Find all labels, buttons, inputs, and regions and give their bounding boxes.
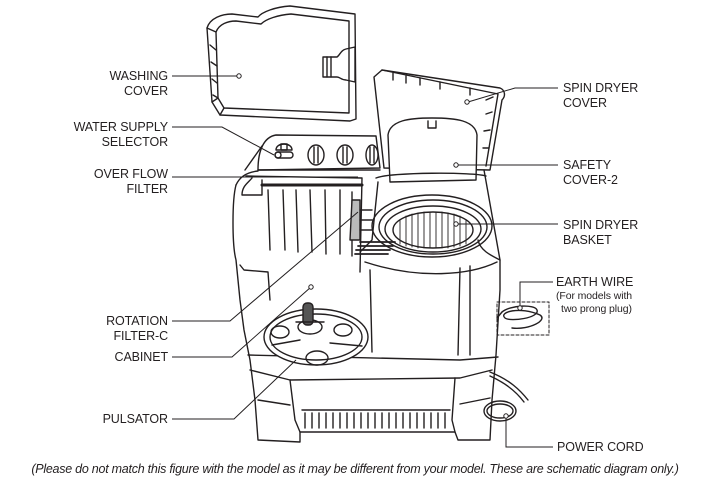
label-line: SPIN DRYER [563, 218, 639, 232]
label-line: FILTER-C [113, 329, 168, 343]
washing-cover-drawing [206, 5, 357, 122]
label-spin-dryer-cover: SPIN DRYER COVER [563, 81, 703, 111]
earth-wire-drawing [496, 301, 550, 336]
label-line: POWER CORD [557, 440, 644, 454]
label-line: OVER FLOW [93, 167, 168, 181]
label-line: ROTATION [106, 314, 168, 328]
leader-lines [172, 75, 558, 448]
label-cabinet: CABINET [60, 350, 169, 365]
label-spin-dryer-basket: SPIN DRYER BASKET [563, 218, 703, 248]
pulsator-drawing [263, 302, 369, 366]
label-line: CABINET [114, 350, 169, 364]
label-line: WASHING [109, 69, 168, 83]
label-power-cord: POWER CORD [557, 440, 697, 455]
leader-water-supply-selector [172, 126, 275, 156]
label-line: COVER [124, 84, 168, 98]
label-safety-cover-2: SAFETY COVER-2 [563, 158, 703, 188]
control-panel-drawing [244, 134, 381, 171]
leader-spin-dryer-cover [467, 87, 558, 103]
leader-earth-wire [519, 281, 553, 308]
label-note: (For models with [556, 290, 633, 302]
label-line: PULSATOR [102, 412, 169, 426]
label-line: EARTH WIRE [556, 275, 634, 289]
label-line: BASKET [563, 233, 612, 247]
label-line: COVER [563, 96, 607, 110]
leader-power-cord [505, 416, 553, 448]
label-earth-wire: EARTH WIRE (For models with two prong pl… [556, 275, 706, 316]
leader-cabinet [172, 286, 312, 358]
label-line: FILTER [126, 182, 168, 196]
label-washing-cover: WASHING COVER [60, 69, 168, 99]
label-line: WATER SUPPLY [73, 120, 169, 134]
label-water-supply-selector: WATER SUPPLY SELECTOR [40, 120, 169, 150]
leader-dots [236, 73, 523, 419]
label-line: COVER-2 [563, 173, 618, 187]
label-rotation-filter-c: ROTATION FILTER-C [60, 314, 168, 344]
label-line: SAFETY [563, 158, 612, 172]
diagram-caption: (Please do not match this figure with th… [31, 462, 679, 476]
label-pulsator: PULSATOR [60, 412, 169, 427]
label-note: two prong plug) [561, 303, 632, 315]
label-line: SELECTOR [101, 135, 168, 149]
cabinet-drawing [232, 170, 501, 443]
power-cord-drawing [483, 371, 529, 422]
label-line: SPIN DRYER [563, 81, 639, 95]
leader-pulsator [172, 359, 297, 420]
label-over-flow-filter: OVER FLOW FILTER [60, 167, 168, 197]
leader-rotation-filter-c [172, 211, 359, 322]
